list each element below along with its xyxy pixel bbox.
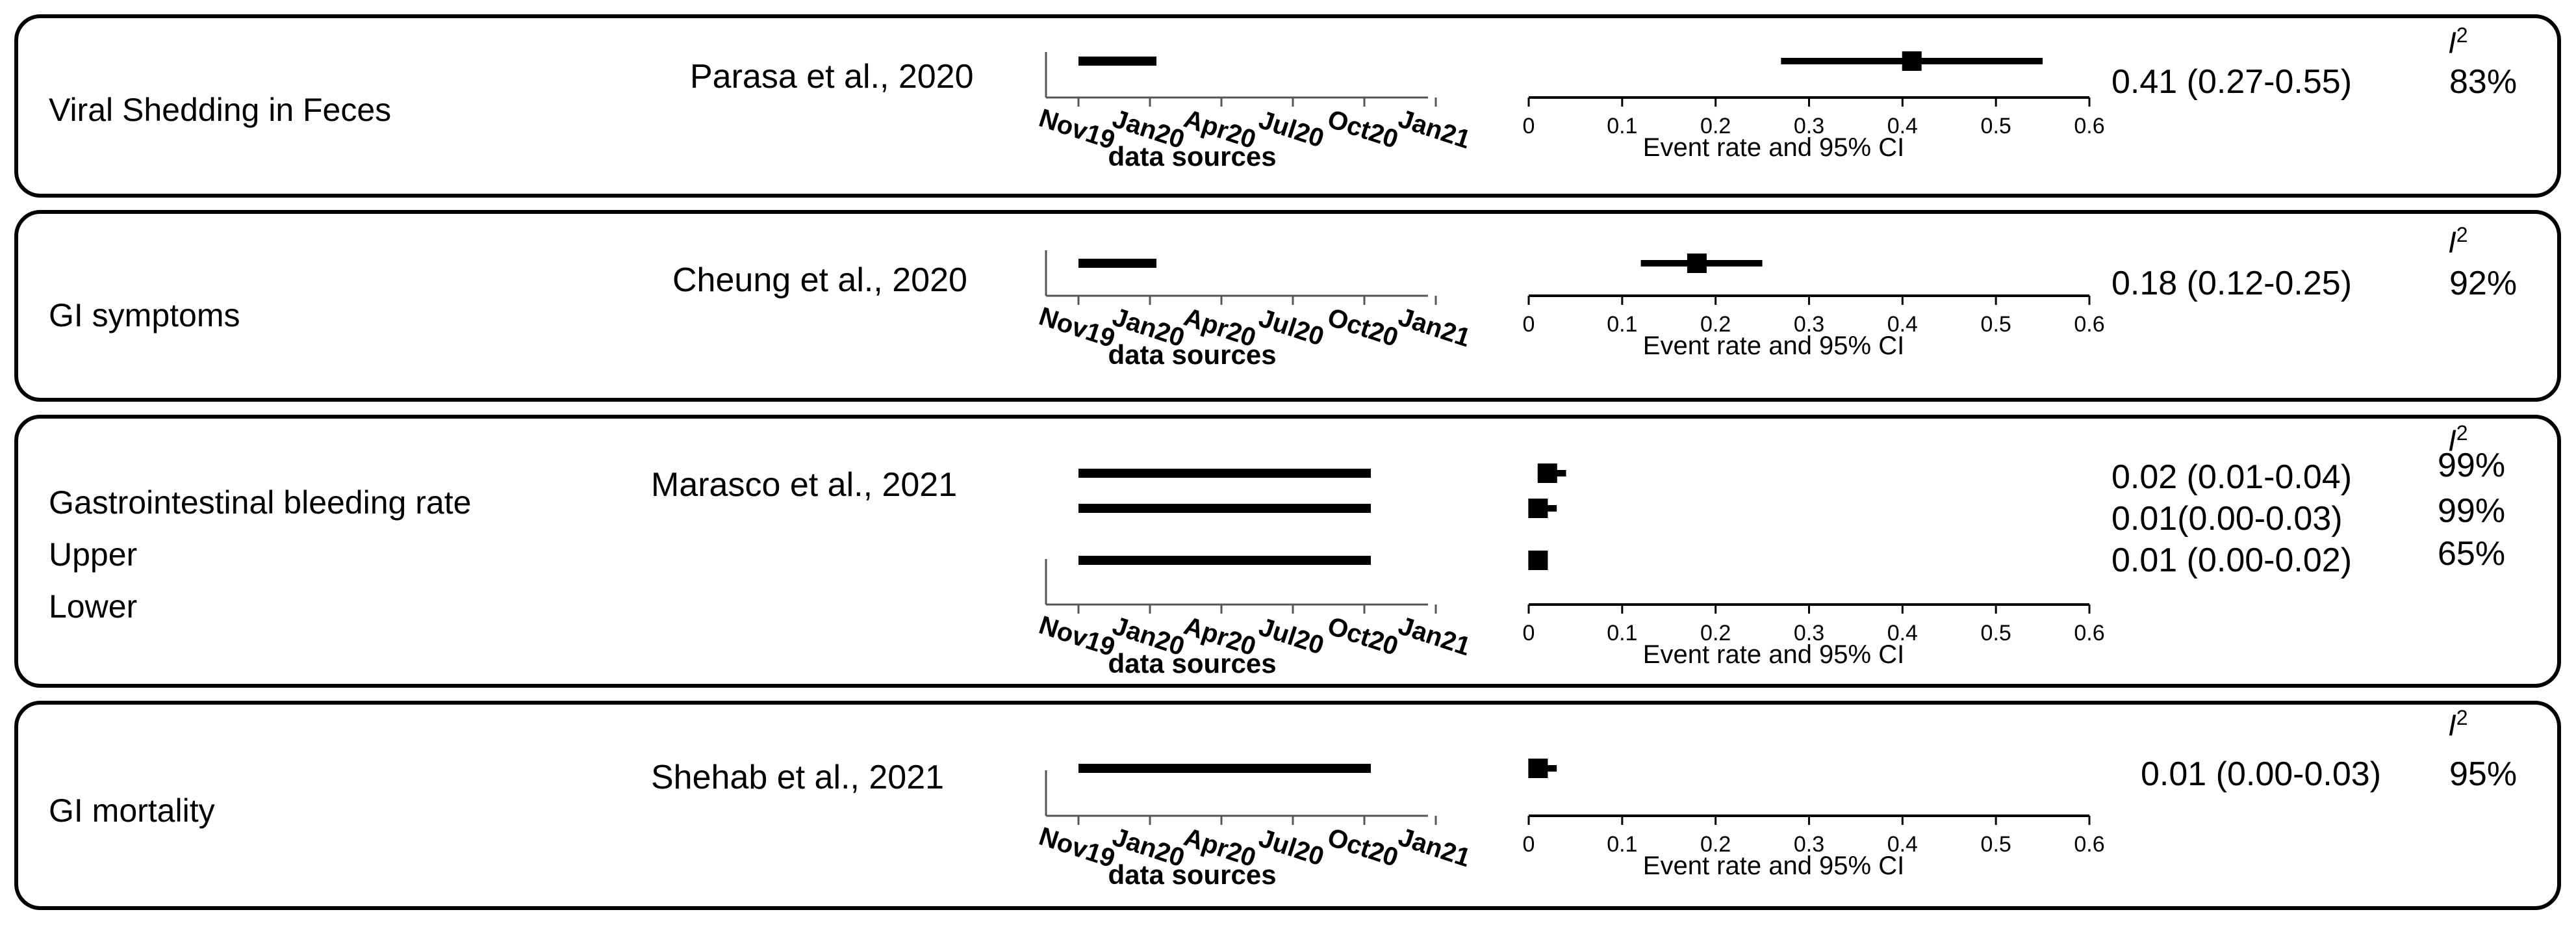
- panel-gi-mortality: [14, 701, 2561, 910]
- effect-tick-label: 0.5: [1981, 114, 2011, 138]
- i2-header: I2: [2448, 706, 2468, 742]
- effect-tick-label: 0.6: [2074, 832, 2104, 857]
- study-label: Shehab et al., 2021: [651, 759, 945, 796]
- outcome-label: Viral Shedding in Feces: [49, 92, 392, 128]
- timeline-tick-label: Nov19: [1036, 822, 1119, 873]
- timeline-axis-label: data sources: [1108, 648, 1276, 679]
- timeline-tick-label: Oct20: [1324, 105, 1401, 154]
- estimate-text: 0.01 (0.00-0.03): [2141, 755, 2382, 793]
- effect-tick-label: 0: [1523, 312, 1535, 337]
- effect-axis-label: Event rate and 95% CI: [1643, 852, 1904, 880]
- effect-tick-label: 0: [1523, 114, 1535, 138]
- point-estimate: [1537, 463, 1557, 483]
- effect-axis-label: Event rate and 95% CI: [1643, 640, 1904, 669]
- panel-gi-bleeding: [14, 415, 2561, 688]
- effect-tick-label: 0: [1523, 832, 1535, 857]
- point-estimate: [1528, 759, 1548, 778]
- effect-tick-label: 0.6: [2074, 312, 2104, 337]
- timeline-tick-label: Oct20: [1324, 612, 1401, 661]
- i2-value: 92%: [2449, 265, 2518, 302]
- effect-tick-label: 0.2: [1700, 832, 1731, 857]
- estimate-text: 0.01(0.00-0.03): [2111, 500, 2343, 538]
- effect-tick-label: 0.1: [1607, 621, 1637, 645]
- i2-value: 99%: [2438, 492, 2506, 530]
- panel-gi-symptoms: [14, 210, 2561, 402]
- timeline-axis-label: data sources: [1108, 339, 1276, 370]
- point-estimate: [1687, 254, 1707, 273]
- effect-axis-label: Event rate and 95% CI: [1643, 133, 1904, 162]
- effect-tick-label: 0.5: [1981, 832, 2011, 857]
- timeline-axis-label: data sources: [1108, 859, 1276, 890]
- i2-header: I2: [2448, 421, 2468, 458]
- timeline-tick-label: Jan21: [1395, 105, 1473, 155]
- estimate-text: 0.01 (0.00-0.02): [2111, 541, 2353, 579]
- effect-tick-label: 0: [1523, 621, 1535, 645]
- i2-header: I2: [2448, 23, 2468, 60]
- study-label: Parasa et al., 2020: [690, 58, 974, 96]
- outcome-sublabel: Upper: [49, 536, 138, 573]
- i2-value: 99%: [2438, 447, 2506, 484]
- effect-tick-label: 0.1: [1607, 832, 1637, 857]
- effect-tick-label: 0.2: [1700, 312, 1731, 337]
- effect-tick-label: 0.3: [1794, 312, 1824, 337]
- i2-value: 83%: [2449, 63, 2518, 101]
- effect-tick-label: 0.4: [1887, 114, 1918, 138]
- estimate-text: 0.02 (0.01-0.04): [2111, 458, 2353, 496]
- effect-tick-label: 0.6: [2074, 114, 2104, 138]
- outcome-label: GI symptoms: [49, 297, 240, 333]
- timeline-tick-label: Jan21: [1395, 612, 1473, 662]
- study-label: Marasco et al., 2021: [651, 466, 958, 504]
- i2-value: 65%: [2438, 535, 2506, 573]
- timeline-tick-label: Nov19: [1036, 610, 1119, 662]
- point-estimate: [1528, 551, 1548, 570]
- effect-tick-label: 0.5: [1981, 312, 2011, 337]
- point-estimate: [1902, 51, 1922, 71]
- i2-value: 95%: [2449, 755, 2518, 793]
- outcome-label: GI mortality: [49, 792, 215, 829]
- study-label: Cheung et al., 2020: [672, 261, 967, 299]
- estimate-text: 0.41 (0.27-0.55): [2111, 63, 2353, 101]
- timeline-tick-label: Jan21: [1395, 823, 1473, 873]
- effect-tick-label: 0.5: [1981, 621, 2011, 645]
- effect-tick-label: 0.6: [2074, 621, 2104, 645]
- outcome-label: Gastrointestinal bleeding rate: [49, 484, 472, 521]
- effect-tick-label: 0.4: [1887, 621, 1918, 645]
- effect-tick-label: 0.3: [1794, 621, 1824, 645]
- i2-header: I2: [2448, 223, 2468, 259]
- point-estimate: [1528, 499, 1548, 518]
- effect-axis-label: Event rate and 95% CI: [1643, 332, 1904, 360]
- timeline-tick-label: Oct20: [1324, 823, 1401, 872]
- timeline-tick-label: Jan21: [1395, 303, 1473, 353]
- timeline-tick-label: Oct20: [1324, 303, 1401, 352]
- effect-tick-label: 0.2: [1700, 621, 1731, 645]
- effect-tick-label: 0.1: [1607, 312, 1637, 337]
- effect-tick-label: 0.3: [1794, 832, 1824, 857]
- estimate-text: 0.18 (0.12-0.25): [2111, 265, 2353, 302]
- effect-tick-label: 0.1: [1607, 114, 1637, 138]
- outcome-sublabel: Lower: [49, 588, 138, 625]
- effect-tick-label: 0.2: [1700, 114, 1731, 138]
- effect-tick-label: 0.3: [1794, 114, 1824, 138]
- timeline-tick-label: Nov19: [1036, 302, 1119, 353]
- panel-viral-shedding: [14, 14, 2561, 198]
- timeline-axis-label: data sources: [1108, 141, 1276, 172]
- timeline-tick-label: Nov19: [1036, 103, 1119, 155]
- effect-tick-label: 0.4: [1887, 832, 1918, 857]
- effect-tick-label: 0.4: [1887, 312, 1918, 337]
